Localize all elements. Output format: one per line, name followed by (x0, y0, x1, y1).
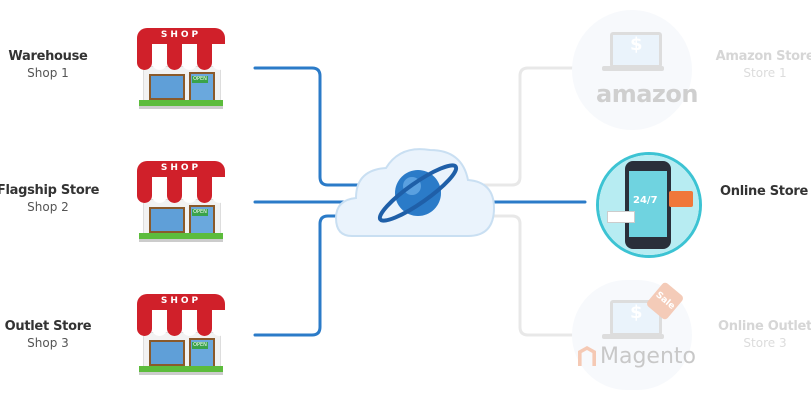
node-warehouse-label: Warehouse Shop 1 (0, 48, 113, 82)
node-subtitle: Store 1 (743, 66, 787, 80)
connector-shop-3 (253, 214, 367, 337)
node-amazon-label: Amazon Store Store 1 (700, 48, 811, 82)
connector-magento (478, 214, 587, 337)
node-subtitle: Shop 3 (27, 336, 69, 350)
online-store-icon: 24/7 (596, 152, 702, 258)
magento-logo: Magento (600, 344, 696, 369)
amazon-logo: amazon (596, 80, 698, 108)
magento-store-icon: $ Sale Magento (572, 280, 696, 390)
open-sign: OPEN (192, 76, 208, 83)
amazon-store-icon: $ amazon (572, 10, 698, 130)
node-title: Warehouse (8, 49, 88, 64)
open-sign: OPEN (192, 342, 208, 349)
node-title: Amazon Store (715, 49, 811, 64)
24-7-badge: 24/7 (633, 195, 658, 206)
shop-icon: OPEN SHOP (133, 22, 229, 110)
node-title: Outlet Store (4, 319, 92, 334)
connector-amazon (478, 66, 587, 187)
node-title: Flagship Store (0, 183, 100, 198)
node-title: Online Store (720, 184, 808, 199)
shop-sign: SHOP (160, 163, 202, 173)
cloud-icon (334, 148, 496, 237)
node-outlet-label: Outlet Store Shop 3 (0, 318, 113, 352)
shop-sign: SHOP (160, 296, 202, 306)
open-sign: OPEN (192, 209, 208, 216)
shop-icon: OPEN SHOP (133, 155, 229, 243)
node-online-outlet-label: Online Outlet Store 3 (700, 318, 811, 352)
node-subtitle: Shop 2 (27, 200, 69, 214)
magento-logo-icon (578, 346, 596, 366)
node-subtitle: Shop 1 (27, 66, 69, 80)
shop-icon: OPEN SHOP (133, 288, 229, 376)
shop-sign: SHOP (160, 30, 202, 40)
node-online-store-label: Online Store (699, 183, 811, 200)
connector-shop-1 (253, 66, 367, 187)
node-subtitle: Store 3 (743, 336, 787, 350)
node-title: Online Outlet (718, 319, 811, 334)
node-flagship-label: Flagship Store Shop 2 (0, 182, 113, 216)
